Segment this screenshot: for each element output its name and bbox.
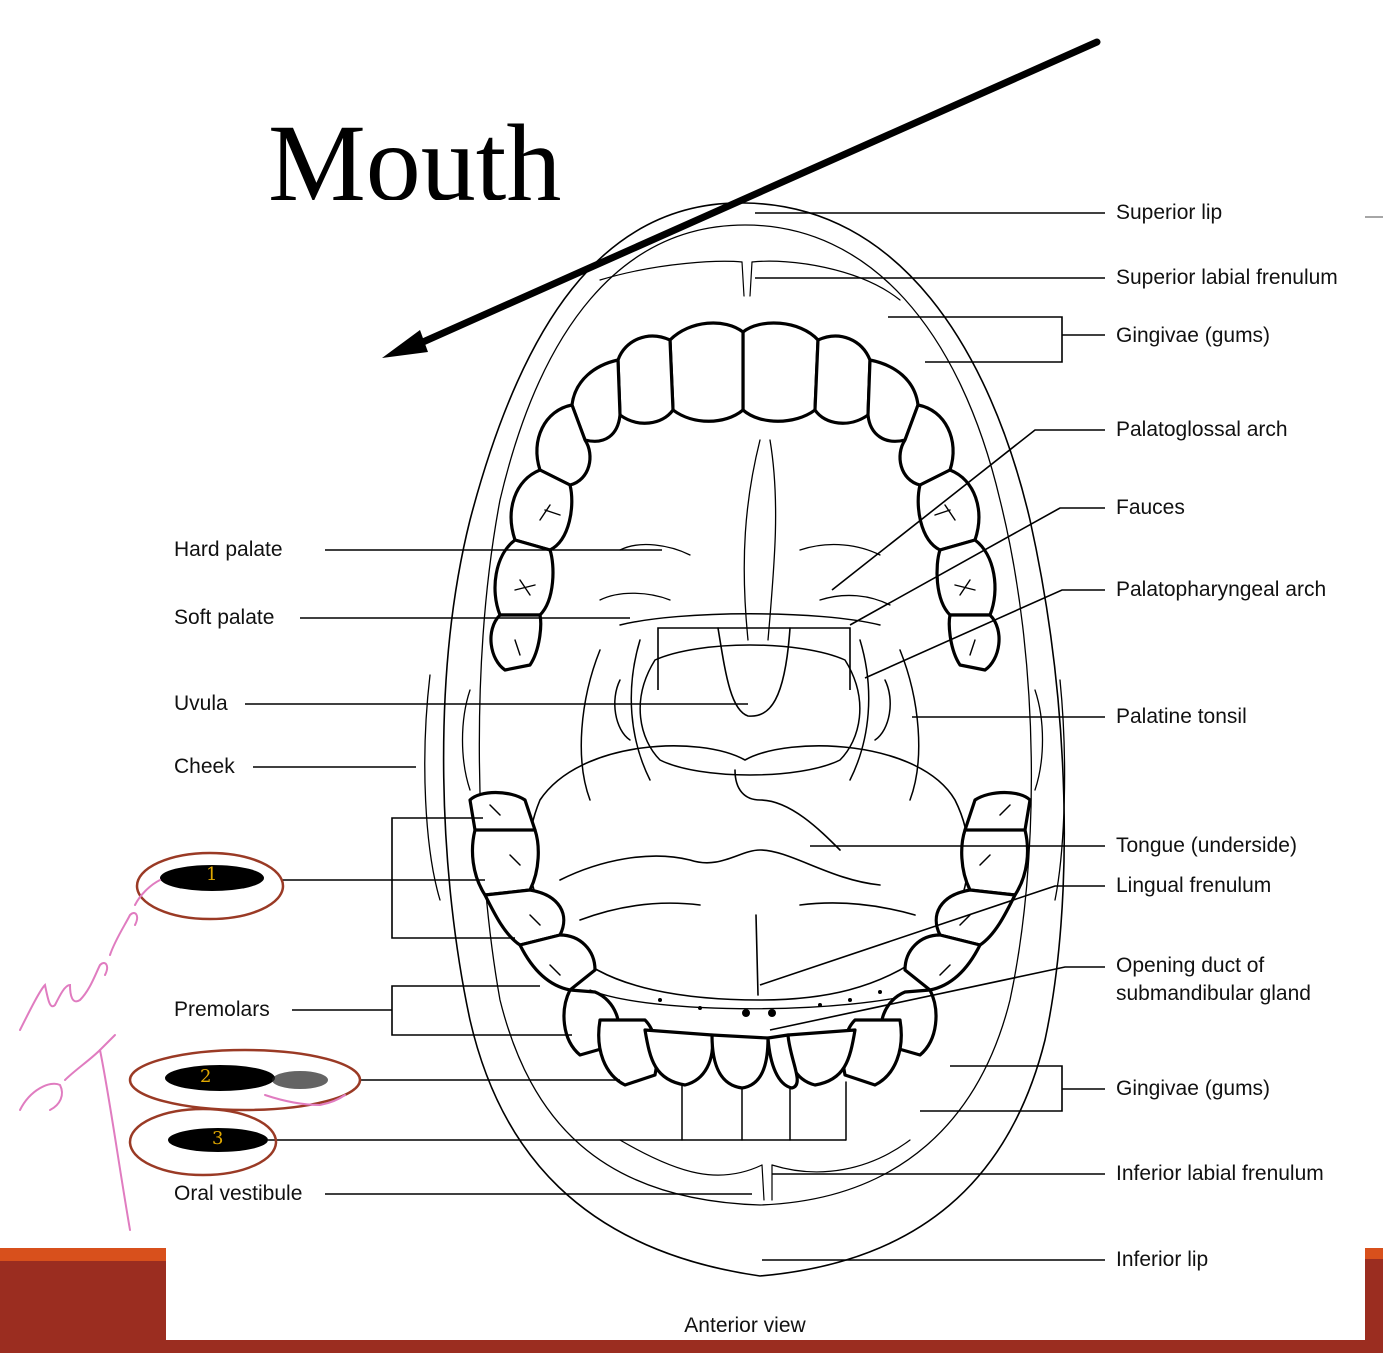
- handwriting-annotation: [19, 879, 346, 1231]
- redaction-circle-3: [128, 1107, 278, 1177]
- label-palatoglossal-arch: Palatoglossal arch: [1116, 418, 1288, 441]
- inner-lip-outline: [478, 224, 1033, 1206]
- label-fauces: Fauces: [1116, 496, 1185, 519]
- redaction-circle-1: [135, 851, 285, 921]
- label-inferior-lip: Inferior lip: [1116, 1248, 1209, 1271]
- duct-openings: [658, 990, 882, 1017]
- label-uvula: Uvula: [174, 692, 228, 715]
- label-soft-palate: Soft palate: [174, 606, 275, 629]
- label-oral-vestibule: Oral vestibule: [174, 1182, 303, 1205]
- label-palatine-tonsil: Palatine tonsil: [1116, 705, 1247, 728]
- label-inferior-labial-frenulum: Inferior labial frenulum: [1116, 1162, 1324, 1185]
- label-palatopharyngeal-arch: Palatopharyngeal arch: [1116, 578, 1327, 601]
- uvula-shape: [717, 627, 791, 717]
- label-tongue-underside: Tongue (underside): [1116, 834, 1297, 857]
- outer-lip-outline: [442, 202, 1066, 1277]
- accent-bar-red: [0, 1261, 166, 1353]
- redaction-circle-2: [128, 1048, 362, 1112]
- annotation-arrow: [382, 38, 1101, 358]
- label-gingivae-upper: Gingivae (gums): [1116, 324, 1271, 347]
- upper-teeth: [489, 321, 1001, 672]
- slide-title: Mouth: [268, 102, 562, 200]
- label-lingual-frenulum: Lingual frenulum: [1116, 874, 1272, 897]
- label-superior-lip: Superior lip: [1116, 201, 1223, 224]
- label-hard-palate: Hard palate: [174, 538, 283, 561]
- lower-teeth: [468, 790, 1032, 1090]
- label-opening-duct: Opening duct of submandibular gland: [1116, 954, 1311, 1005]
- palate: [599, 439, 891, 641]
- label-cheek: Cheek: [174, 755, 235, 778]
- accent-bar-bottom: [0, 1340, 1383, 1353]
- pharynx: [580, 613, 920, 801]
- redaction-number-2: 2: [200, 1066, 212, 1087]
- redaction-number-1: 1: [206, 864, 218, 885]
- accent-bar-orange: [0, 1248, 166, 1261]
- redaction-annotations: [128, 851, 362, 1177]
- label-premolars: Premolars: [174, 998, 270, 1021]
- caption-anterior-view: Anterior view: [684, 1314, 806, 1337]
- label-superior-labial-frenulum: Superior labial frenulum: [1116, 266, 1338, 289]
- label-gingivae-lower: Gingivae (gums): [1116, 1077, 1271, 1100]
- accent-bar-right: [1365, 1248, 1383, 1353]
- leader-lines: [245, 212, 1105, 1261]
- redaction-number-3: 3: [212, 1128, 224, 1149]
